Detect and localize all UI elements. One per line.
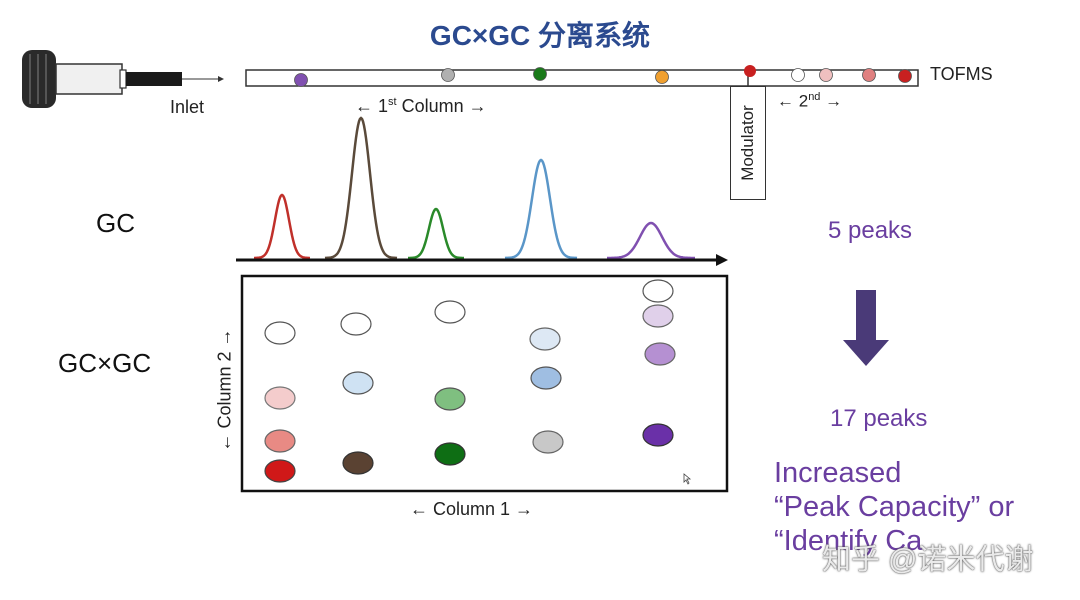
column-dot	[898, 69, 912, 83]
inlet-sleeve	[55, 63, 123, 95]
increased-text: Increased “Peak Capacity” or “Identify C…	[774, 456, 1014, 558]
gcgc-spot	[434, 442, 466, 466]
gcgc-spot	[642, 279, 674, 303]
column1-axis-label: ← Column 1 →	[410, 499, 534, 519]
gc-label: GC	[96, 208, 135, 238]
gcgc-spot	[342, 451, 374, 475]
inlet-label: Inlet	[170, 97, 205, 117]
column-dot	[862, 68, 876, 82]
gc-peak	[504, 158, 578, 260]
second-column-label-sup: nd	[808, 91, 821, 103]
first-column-label-text: ← 1	[355, 96, 389, 116]
column-dot	[294, 73, 308, 87]
column-dot	[655, 70, 669, 84]
first-column-label-tail: Column →	[396, 96, 487, 116]
column2-axis-label: ← Column 2 →	[214, 328, 235, 452]
down-arrow-icon	[843, 290, 889, 366]
first-column-dots	[294, 67, 669, 87]
cursor-icon	[683, 473, 692, 485]
gcgc-spot	[532, 430, 564, 454]
gc-chromatogram	[254, 116, 695, 260]
gcgc-spot	[434, 387, 466, 411]
gcgc-spot	[264, 386, 296, 410]
gcgc-spot	[529, 327, 561, 351]
second-column-label-text: ← 2	[777, 91, 809, 111]
inlet-fitting-icon	[22, 50, 224, 108]
gcgc-spot	[340, 312, 372, 336]
gcgc-spot	[342, 371, 374, 395]
gcgc-spot	[264, 429, 296, 453]
gcgc-spot	[264, 321, 296, 345]
watermark: 知乎 @诺米代谢	[822, 544, 1034, 576]
gcgc-spot	[644, 342, 676, 366]
first-column-label-sup: st	[388, 96, 397, 108]
diagram-title: GC×GC 分离系统	[429, 20, 651, 51]
second-column-label-tail: →	[820, 91, 843, 111]
junction-dot	[744, 65, 756, 77]
gc-peak	[408, 207, 464, 260]
first-column-label: ← 1st Column →	[355, 96, 487, 117]
inlet-needle	[126, 72, 182, 86]
increased-line-2: “Peak Capacity” or	[774, 491, 1015, 523]
second-column-tube	[747, 69, 919, 87]
gcgc-label: GC×GC	[58, 348, 152, 378]
gc-peak	[324, 116, 398, 260]
column-dot	[819, 68, 833, 82]
second-column-label: ← 2nd →	[777, 91, 842, 112]
gcgc-spot	[642, 304, 674, 328]
increased-line-3: “Identify Ca	[774, 525, 923, 557]
column-dot	[441, 68, 455, 82]
gcgc-peaks-count: 17 peaks	[830, 405, 928, 432]
second-column-dots	[791, 68, 912, 83]
gc-peak	[254, 193, 310, 260]
modulator-label: Modulator	[738, 105, 757, 181]
gcgc-spot	[434, 300, 466, 324]
column-dot	[791, 68, 805, 82]
gcgc-spots	[264, 279, 676, 483]
first-column-tube	[245, 69, 753, 87]
gc-peaks-count: 5 peaks	[828, 217, 913, 244]
column-dot	[533, 67, 547, 81]
tofms-label: TOFMS	[930, 64, 993, 84]
gcgc-spot	[530, 366, 562, 390]
gcgc-spot	[642, 423, 674, 447]
increased-line-1: Increased	[774, 457, 902, 489]
modulator-box: Modulator	[730, 86, 766, 200]
gcgc-spot	[264, 459, 296, 483]
gc-peak	[607, 221, 695, 260]
